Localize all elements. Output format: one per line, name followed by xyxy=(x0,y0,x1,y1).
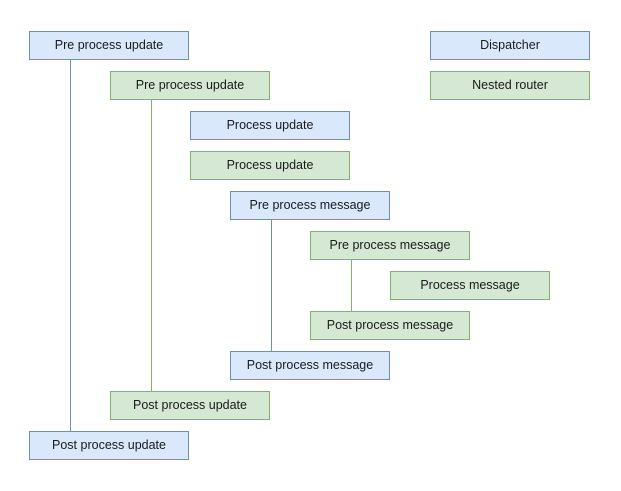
connector-line-dispatcher-inner xyxy=(271,220,272,351)
node-pre-process-message-nested[interactable]: Pre process message xyxy=(310,231,470,260)
node-process-message-nested[interactable]: Process message xyxy=(390,271,550,300)
node-process-update-nested[interactable]: Process update xyxy=(190,151,350,180)
node-pre-process-update-dispatcher[interactable]: Pre process update xyxy=(29,31,189,60)
legend-item-dispatcher[interactable]: Dispatcher xyxy=(430,31,590,60)
node-post-process-update-nested[interactable]: Post process update xyxy=(110,391,270,420)
node-pre-process-update-nested[interactable]: Pre process update xyxy=(110,71,270,100)
node-post-process-update-dispatcher[interactable]: Post process update xyxy=(29,431,189,460)
node-pre-process-message-dispatcher[interactable]: Pre process message xyxy=(230,191,390,220)
connector-line-dispatcher-outer xyxy=(70,60,71,431)
legend-item-nested-router[interactable]: Nested router xyxy=(430,71,590,100)
connector-line-nested-outer xyxy=(151,100,152,391)
node-process-update-dispatcher[interactable]: Process update xyxy=(190,111,350,140)
node-post-process-message-dispatcher[interactable]: Post process message xyxy=(230,351,390,380)
node-post-process-message-nested[interactable]: Post process message xyxy=(310,311,470,340)
connector-line-nested-inner xyxy=(351,260,352,311)
